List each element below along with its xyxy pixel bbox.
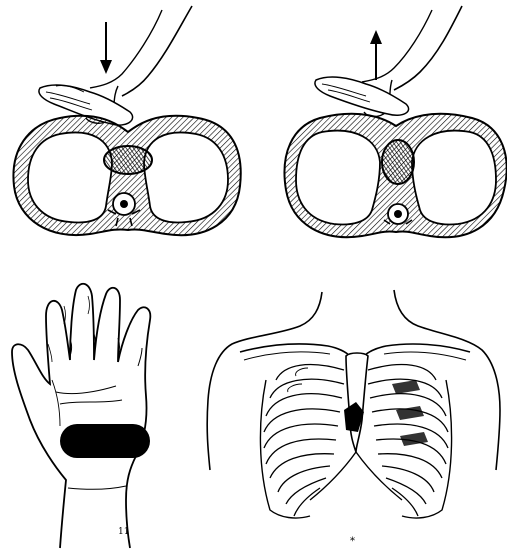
palm-panel: 11 <box>12 284 150 548</box>
heart <box>104 146 152 174</box>
compression-panel <box>13 6 240 235</box>
hand-outline <box>12 284 150 548</box>
arrow-down-icon <box>100 22 112 74</box>
chest-cross-section-released <box>284 114 506 237</box>
clavicle-right <box>364 344 470 356</box>
heart <box>382 140 414 184</box>
chest-cross-section-compressed <box>13 116 240 235</box>
hand <box>315 77 409 115</box>
torso-outline <box>207 292 322 470</box>
sternum <box>346 353 368 452</box>
arrow-up-icon <box>370 30 382 80</box>
clavicle-left <box>240 344 350 356</box>
arm-outline <box>122 6 192 96</box>
rib-cage-panel: * <box>207 290 500 547</box>
wrist-mark: 11 <box>118 527 129 537</box>
release-panel <box>284 6 506 237</box>
heel-of-hand-contact-area <box>60 424 150 458</box>
ribs-left <box>264 365 344 516</box>
chest-mark: * <box>350 536 355 547</box>
arm-outline-inner <box>90 10 162 88</box>
